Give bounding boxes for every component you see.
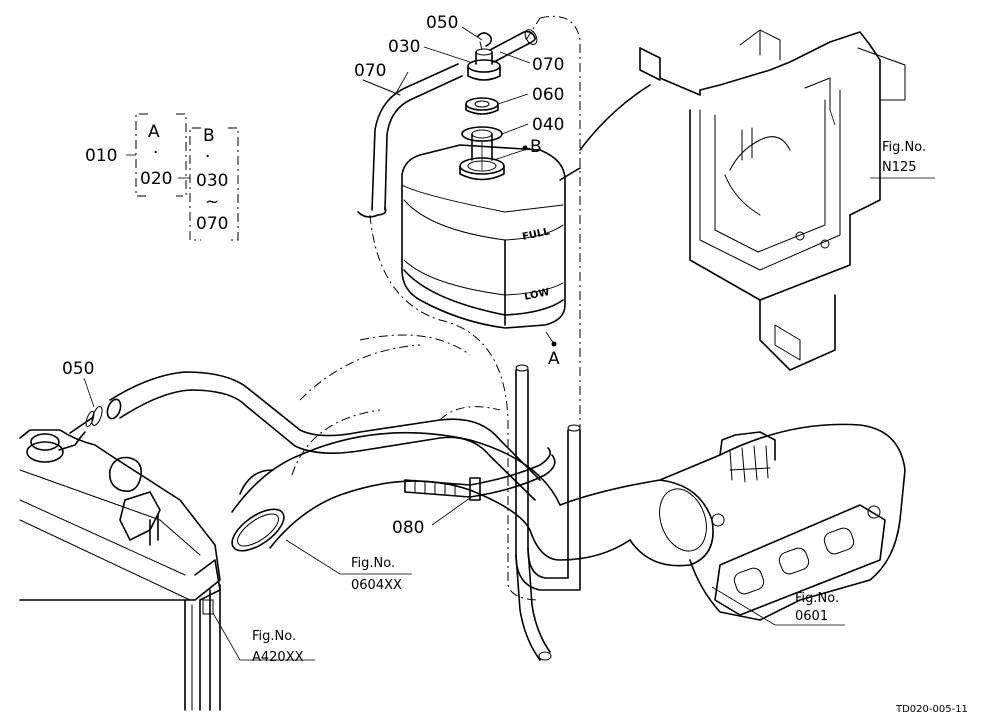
figure-references: Fig.No. N125 Fig.No. 0604XX Fig.No. 0601… [252,140,926,665]
callout-040: 040 [532,115,564,135]
parts-legend: 010 A · 020 B · 030 ~ 070 [85,113,239,241]
legend-tilde: ~ [205,192,219,212]
tank-drain-hose [515,364,581,661]
water-outlet-housing [529,423,906,621]
drawing-code: TD020-005-11 [895,704,968,715]
tank-low-mark: LOW [523,287,550,303]
hose-strap-080 [404,447,556,501]
callout-labels: 050 030 070 070 060 040 B A 050 080 [62,13,564,538]
fig-ref-0604xx-line2: 0604XX [351,578,402,593]
fig-ref-a420xx-line1: Fig.No. [252,629,296,644]
legend-070: 070 [196,214,228,234]
callout-070-left: 070 [354,61,386,81]
point-b-label: B [530,137,542,157]
point-a-marker [551,341,557,347]
overflow-hose-070-right [489,29,538,63]
lower-hose [231,431,561,552]
callout-030: 030 [388,37,420,57]
fig-ref-0601-line1: Fig.No. [795,591,839,606]
overflow-pipe-left [69,371,541,501]
point-a-label: A [548,349,560,369]
radiator [19,429,221,711]
legend-020: 020 [140,169,172,189]
legend-a: A [148,122,160,142]
legend-dot-2: · [205,147,210,167]
callout-060: 060 [532,85,564,105]
callout-050-top: 050 [426,13,458,33]
point-b-marker [522,145,528,151]
legend-010: 010 [85,146,117,166]
callout-050-left: 050 [62,359,94,379]
recovery-tank: FULL LOW [401,144,581,329]
tank-full-mark: FULL [521,226,551,243]
phantom-context [291,15,581,601]
overflow-hose-070 [357,63,463,218]
fig-ref-a420xx-line2: A420XX [252,650,304,665]
legend-dot-1: · [153,143,158,163]
fig-ref-n125-line1: Fig.No. [882,140,926,155]
fig-ref-0601-line2: 0601 [795,609,828,624]
leader-lines [83,26,935,661]
legend-b: B [203,126,215,146]
callout-080: 080 [392,518,424,538]
mounting-bracket [579,29,906,371]
tank-cap-assembly [459,32,505,181]
fig-ref-0604xx-line1: Fig.No. [351,556,395,571]
callout-070-right: 070 [532,55,564,75]
legend-030: 030 [196,171,228,191]
fig-ref-n125-line2: N125 [882,160,917,175]
